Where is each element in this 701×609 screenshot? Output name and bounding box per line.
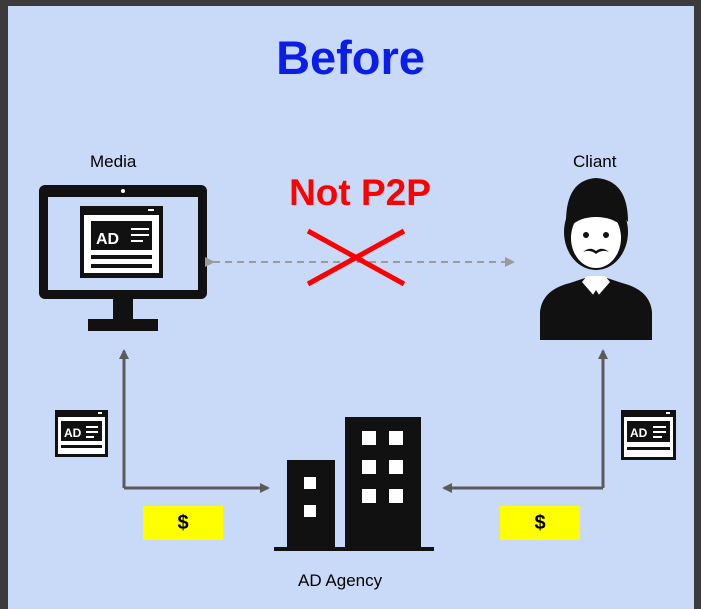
payment-media-box: $ xyxy=(143,506,223,540)
ad-screen-icon: AD xyxy=(80,206,163,278)
client-label: Cliant xyxy=(573,152,617,171)
agency-label: AD Agency xyxy=(298,571,383,590)
payment-client-box: $ xyxy=(500,506,580,540)
ad-small-icon-left: AD xyxy=(55,410,108,457)
media-label: Media xyxy=(90,152,137,171)
ad-small-icon-right: AD xyxy=(621,410,676,460)
diagram-title: Before xyxy=(276,31,425,84)
monitor-icon: AD xyxy=(39,185,207,331)
not-p2p-label: Not P2P xyxy=(289,172,431,213)
ad-small-text-right: AD xyxy=(630,426,648,440)
ad-screen-text: AD xyxy=(96,231,119,248)
cross-icon xyxy=(306,228,406,287)
ad-small-text-left: AD xyxy=(64,426,82,440)
client-person-icon xyxy=(540,178,652,340)
building-icon xyxy=(274,417,434,551)
